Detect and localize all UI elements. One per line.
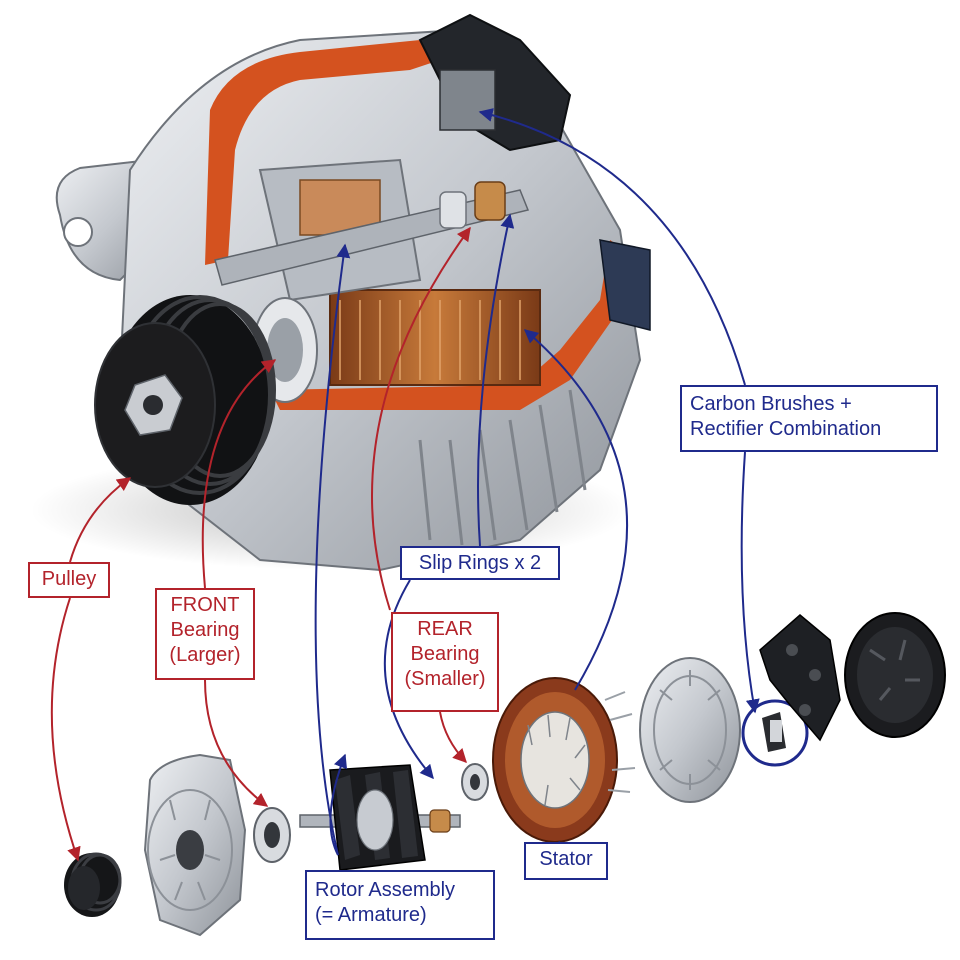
red-connector-lines <box>50 226 471 862</box>
callout-front-bearing-line-3: (Larger) <box>169 644 241 666</box>
exploded-pulley <box>64 852 122 917</box>
callout-slip-rings-line-1: Slip Rings x 2 <box>418 552 542 574</box>
callout-rear-bearing-line-3: (Smaller) <box>404 668 486 690</box>
callout-front-bearing-line-2: Bearing <box>170 619 240 641</box>
callout-rear-bearing: REAR Bearing (Smaller) <box>391 612 499 712</box>
callout-rear-bearing-line-2: Bearing <box>410 643 480 665</box>
connector-front-bearing-top <box>201 359 277 589</box>
callout-front-bearing: FRONT Bearing (Larger) <box>155 588 255 680</box>
connector-rear-bearing-bottom <box>439 711 467 764</box>
exploded-stator <box>492 677 636 843</box>
connector-brushes-top <box>478 108 746 386</box>
connector-pulley-bottom <box>50 597 81 862</box>
connector-stator-top <box>523 329 629 691</box>
exploded-rear-housing <box>639 657 741 803</box>
connector-slip-rings-bottom <box>383 579 434 780</box>
callout-rear-bearing-line-1: REAR <box>417 618 473 640</box>
connector-rear-bearing-top <box>371 226 471 611</box>
callout-pulley: Pulley <box>28 562 110 598</box>
callout-front-bearing-line-1: FRONT <box>170 594 240 616</box>
exploded-rear-cover <box>844 612 946 738</box>
callout-carbon-brushes-line-1: Carbon Brushes + <box>690 393 852 415</box>
callout-rotor-assembly: Rotor Assembly (= Armature) <box>305 870 495 940</box>
exploded-front-bearing <box>253 807 291 863</box>
connector-rotor-bottom <box>329 753 348 856</box>
connector-front-bearing-bottom <box>204 679 269 807</box>
connector-brushes-bottom <box>740 451 760 714</box>
callout-pulley-line-1: Pulley <box>41 568 97 590</box>
connector-slip-rings-top <box>477 213 515 547</box>
callout-carbon-brushes-line-2: Rectifier Combination <box>690 418 882 440</box>
connector-pulley-top <box>69 477 132 563</box>
exploded-front-housing <box>143 753 247 937</box>
callout-stator-line-1: Stator <box>539 848 593 870</box>
callout-slip-rings: Slip Rings x 2 <box>400 546 560 580</box>
callout-rotor-assembly-line-2: (= Armature) <box>315 904 427 926</box>
callout-stator: Stator <box>524 842 608 880</box>
blue-connector-lines <box>314 108 760 856</box>
exploded-rear-bearing <box>461 763 489 801</box>
callout-carbon-brushes: Carbon Brushes + Rectifier Combination <box>680 385 938 452</box>
connector-rotor-top <box>314 243 351 856</box>
callout-rotor-assembly-line-1: Rotor Assembly <box>315 879 456 901</box>
exploded-rotor <box>299 764 461 871</box>
assembled-alternator-cutaway <box>30 13 651 572</box>
exploded-rectifier <box>759 614 841 742</box>
exploded-brush-holder <box>741 699 809 767</box>
